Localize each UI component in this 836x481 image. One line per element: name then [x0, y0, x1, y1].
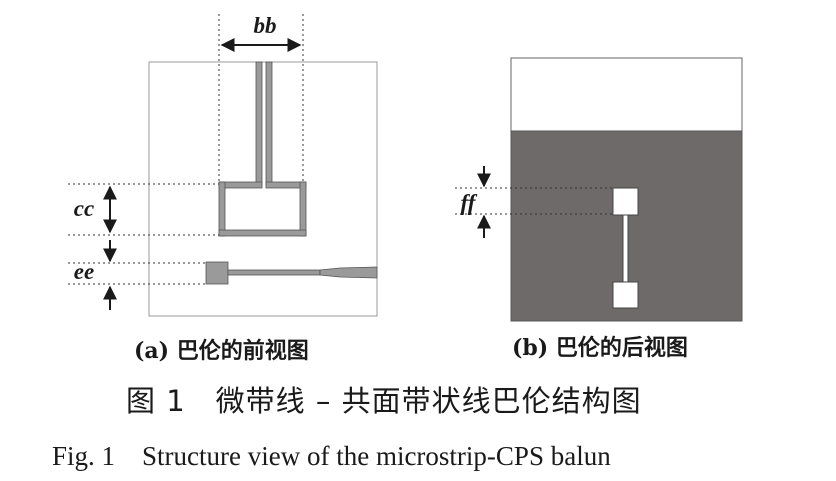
slot-square-top [612, 187, 639, 216]
figure-caption-english: Fig. 1 Structure view of the microstrip-… [52, 441, 611, 471]
front-substrate [148, 61, 378, 317]
back-view-panel: ff [455, 57, 743, 322]
caption-back-view: (b) 巴伦的后视图 [512, 335, 688, 361]
microstrip-taper [319, 266, 378, 279]
ff-label: ff [461, 190, 478, 215]
slot-line [622, 214, 629, 283]
slot-square-bottom [612, 281, 639, 309]
cc-label: cc [74, 196, 94, 221]
caption-front-view: (a) 巴伦的前视图 [134, 338, 309, 364]
front-view-panel: bb cc ee [68, 13, 378, 317]
cps-line-right [265, 61, 273, 187]
microstrip-line [227, 269, 321, 276]
rectangular-loop [218, 181, 307, 237]
microstrip-pad [205, 261, 229, 285]
figure-caption-chinese: 图 1 微带线 – 共面带状线巴伦结构图 [126, 384, 642, 418]
bb-label: bb [254, 13, 277, 38]
ee-label: ee [74, 259, 94, 284]
cps-line-left [255, 61, 263, 187]
